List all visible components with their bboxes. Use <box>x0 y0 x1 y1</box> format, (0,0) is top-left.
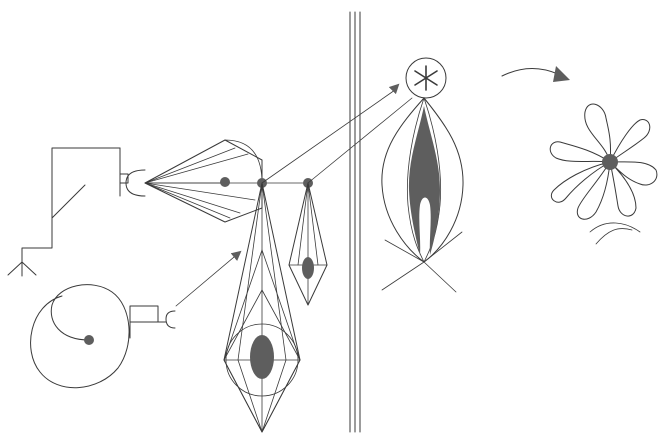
fan-kite <box>145 140 313 222</box>
small-cup-connector <box>130 252 240 338</box>
curved-arrow <box>502 66 570 82</box>
tall-diamond <box>224 183 300 432</box>
petal-flower <box>550 104 657 244</box>
bent-lever-mechanism <box>8 148 128 276</box>
double-vertical-rule <box>350 12 360 432</box>
cup-receiver <box>126 170 145 196</box>
flame-vase <box>382 98 463 292</box>
asterisk-circle <box>406 58 446 98</box>
spiral-line <box>31 285 130 388</box>
small-diamond <box>289 183 327 305</box>
arrow-lines <box>262 85 412 183</box>
